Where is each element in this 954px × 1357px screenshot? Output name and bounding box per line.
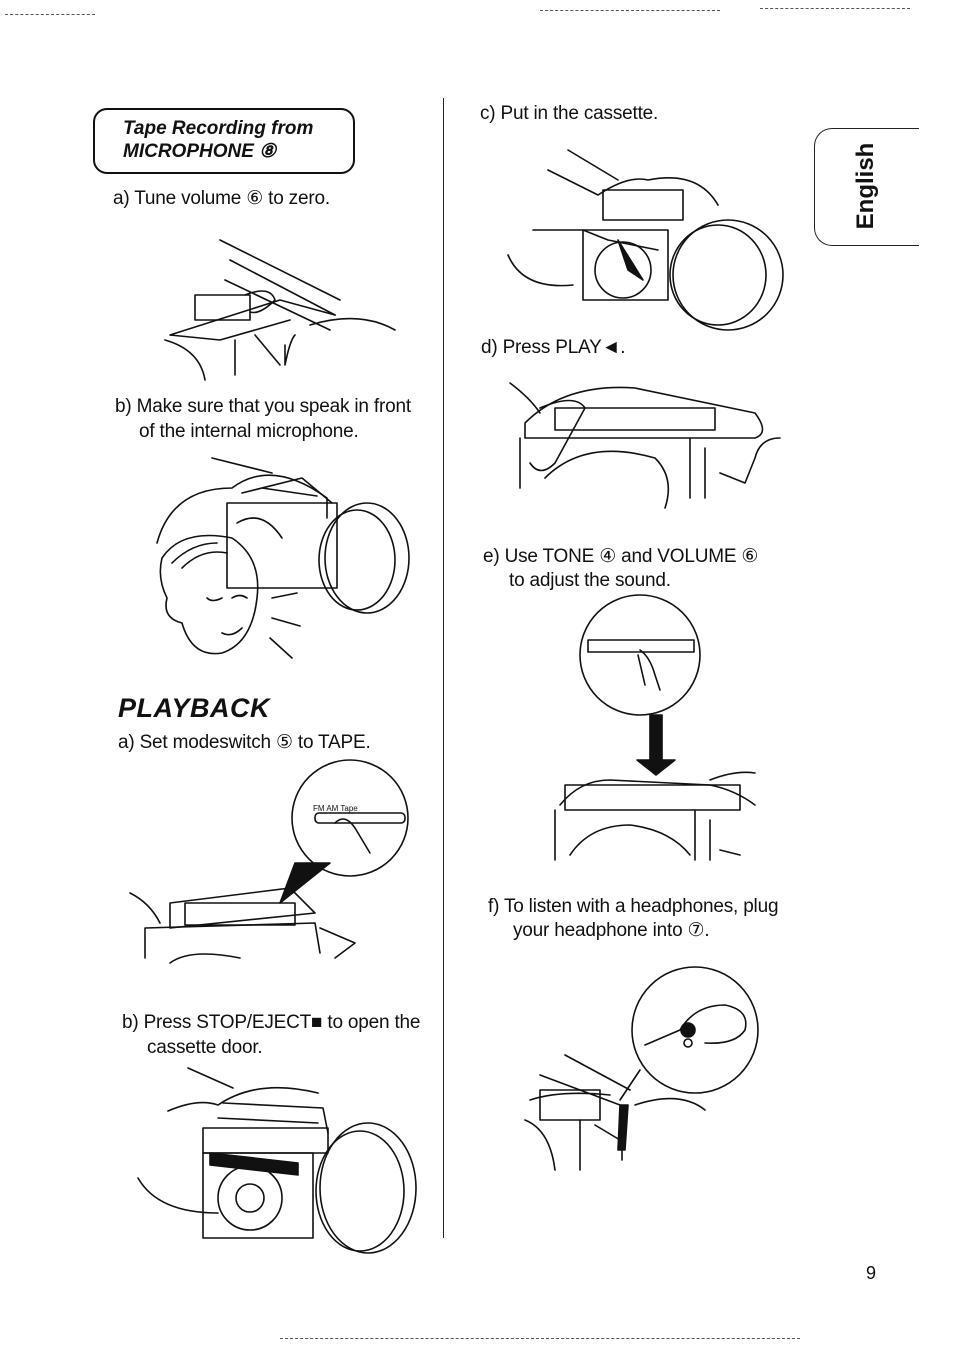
playback-a-text: a) Set modeswitch ⑤ to TAPE.: [118, 732, 371, 753]
scan-mark-top: [5, 14, 95, 15]
section-title-box: Tape Recording from MICROPHONE ⑧: [93, 108, 355, 174]
volume-knob-illustration: [164, 239, 396, 381]
playback-b-text-line1: b) Press STOP/EJECT■ to open the: [122, 1012, 421, 1033]
press-play-illustration: [509, 382, 781, 509]
scan-mark-top: [540, 10, 720, 11]
step-f-text-line1: f) To listen with a headphones, plug: [488, 896, 779, 917]
step-b-text-line1: b) Make sure that you speak in front: [115, 396, 411, 417]
tone-volume-illustration: [554, 594, 756, 861]
step-b-text-line2: of the internal microphone.: [139, 421, 359, 442]
scan-mark-top: [760, 8, 910, 9]
section-title-line1: Tape Recording from: [123, 118, 314, 139]
step-e-text-line1: e) Use TONE ④ and VOLUME ⑥: [483, 546, 759, 567]
step-c-text: c) Put in the cassette.: [480, 103, 659, 124]
page-number: 9: [866, 1263, 877, 1283]
language-tab-label: English: [852, 142, 879, 230]
language-tab: [814, 128, 919, 246]
step-f-text-line2: your headphone into ⑦.: [513, 920, 710, 941]
playback-heading: PLAYBACK: [118, 693, 270, 723]
open-door-illustration: [137, 1067, 417, 1254]
headphones-illustration: [524, 966, 759, 1171]
scan-mark-bottom: [280, 1338, 800, 1339]
section-title-line2: MICROPHONE ⑧: [123, 141, 277, 162]
modeswitch-illustration: FM AM Tape: [129, 759, 409, 964]
playback-b-text-line2: cassette door.: [147, 1037, 263, 1058]
step-d-text: d) Press PLAY◄.: [481, 337, 626, 358]
speaking-boy-illustration: [156, 457, 410, 659]
step-e-text-line2: to adjust the sound.: [509, 570, 671, 591]
step-a-text: a) Tune volume ⑥ to zero.: [113, 188, 330, 209]
modeswitch-labels: FM AM Tape: [313, 804, 358, 813]
column-divider: [443, 98, 444, 1238]
insert-cassette-illustration: [507, 149, 784, 331]
